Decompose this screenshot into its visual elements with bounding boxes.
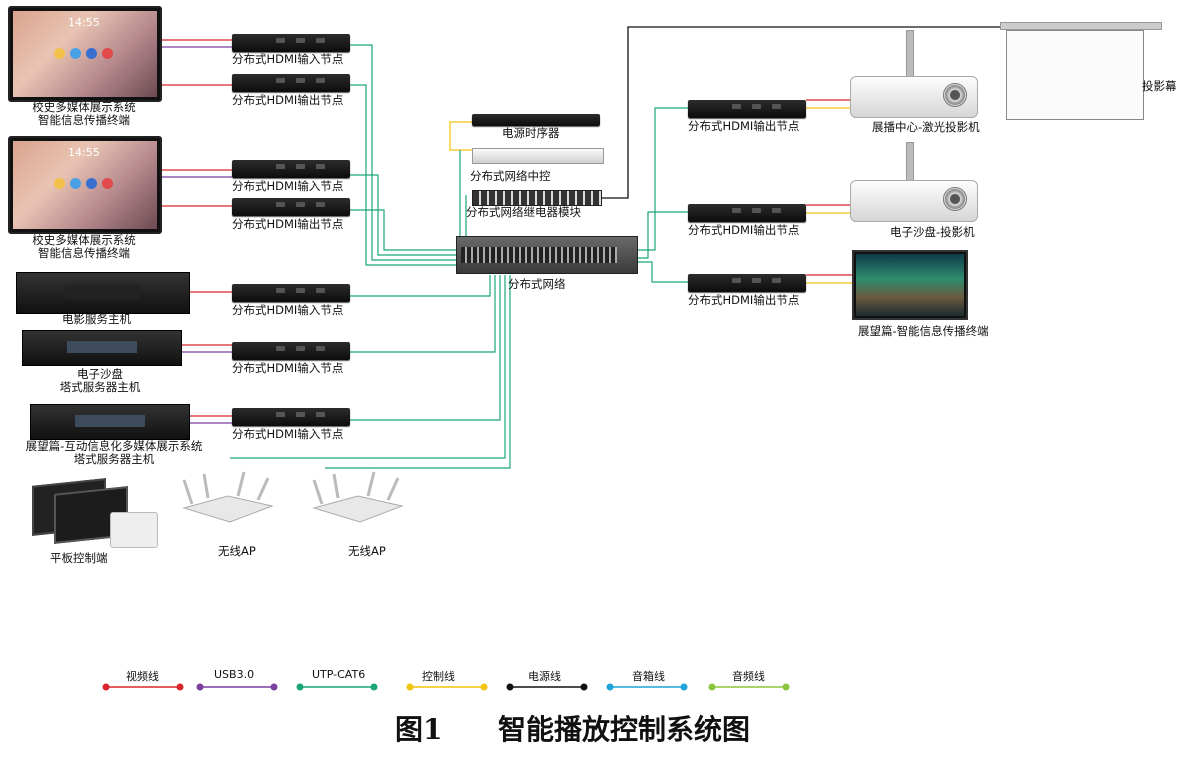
interactive-server-icon bbox=[30, 404, 190, 440]
legend-dot bbox=[782, 683, 790, 691]
app-icon bbox=[102, 48, 113, 59]
projector-laser-label: 展播中心-激光投影机 bbox=[872, 120, 980, 134]
screen-label: 投影幕 bbox=[1142, 79, 1177, 93]
network-control-icon bbox=[472, 148, 604, 164]
screen-housing bbox=[1000, 22, 1162, 30]
campus-display-1: 14:55 bbox=[8, 6, 162, 102]
usb-lines bbox=[160, 46, 232, 424]
wireless-ap-icon bbox=[308, 470, 406, 530]
tablet-icon bbox=[24, 478, 160, 550]
legend-dot bbox=[296, 683, 304, 691]
hdmi-input-node-3 bbox=[232, 284, 350, 302]
power-line bbox=[600, 26, 1008, 199]
node-out2-label: 分布式HDMI输出节点 bbox=[232, 217, 344, 231]
projector-sandtable-label: 电子沙盘-投影机 bbox=[890, 225, 975, 239]
sandtable-projector-icon bbox=[850, 180, 978, 222]
wireless-ap-icon bbox=[178, 470, 276, 530]
legend-dot bbox=[708, 683, 716, 691]
legend-dot bbox=[480, 683, 488, 691]
legend-label-usb: USB3.0 bbox=[214, 668, 255, 681]
hdmi-input-node-2 bbox=[232, 160, 350, 178]
node-out-r3-label: 分布式HDMI输出节点 bbox=[688, 293, 800, 307]
control-lines bbox=[449, 107, 852, 284]
node-in1-label: 分布式HDMI输入节点 bbox=[232, 52, 344, 66]
relay-module-label: 分布式网络继电器模块 bbox=[466, 205, 581, 219]
node-out-r1-label: 分布式HDMI输出节点 bbox=[688, 119, 800, 133]
legend-dot bbox=[606, 683, 614, 691]
ap1-label: 无线AP bbox=[218, 544, 256, 558]
screen-time-2: 14:55 bbox=[68, 146, 100, 159]
campus-terminal-1-label: 校史多媒体展示系统 智能信息传播终端 bbox=[32, 100, 136, 127]
campus-terminal-2-label: 校史多媒体展示系统 智能信息传播终端 bbox=[32, 233, 136, 260]
legend-dot bbox=[680, 683, 688, 691]
figure-number: 图1 bbox=[395, 713, 443, 746]
app-icon bbox=[86, 178, 97, 189]
app-icon bbox=[70, 48, 81, 59]
power-sequencer-icon bbox=[472, 114, 600, 126]
app-icon bbox=[70, 178, 81, 189]
sequencer-label: 电源时序器 bbox=[502, 126, 560, 140]
network-switch-icon bbox=[456, 236, 638, 274]
node-out-r2-label: 分布式HDMI输出节点 bbox=[688, 223, 800, 237]
legend-dot bbox=[370, 683, 378, 691]
node-in3-label: 分布式HDMI输入节点 bbox=[232, 303, 344, 317]
legend-label-control: 控制线 bbox=[422, 670, 455, 683]
laser-projector-icon bbox=[850, 76, 978, 118]
relay-module-icon bbox=[472, 190, 602, 206]
projector-mount bbox=[906, 142, 914, 184]
node-in4-label: 分布式HDMI输入节点 bbox=[232, 361, 344, 375]
legend-label-power: 电源线 bbox=[528, 670, 561, 683]
legend-label-audio: 音频线 bbox=[732, 670, 765, 683]
screen-time-1: 14:55 bbox=[68, 16, 100, 29]
app-icon bbox=[102, 178, 113, 189]
figure-title: 智能播放控制系统图 bbox=[498, 713, 751, 746]
projector-mount bbox=[906, 30, 914, 80]
hdmi-output-node-2 bbox=[232, 198, 350, 216]
hdmi-input-node-4 bbox=[232, 342, 350, 360]
hdmi-output-node-r2 bbox=[688, 204, 806, 222]
video-lines bbox=[160, 39, 852, 417]
interactive-server-label: 展望篇-互动信息化多媒体展示系统 塔式服务器主机 bbox=[25, 439, 203, 466]
sandtable-server-icon bbox=[22, 330, 182, 366]
legend-dot bbox=[102, 683, 110, 691]
sandtable-server-label: 电子沙盘 塔式服务器主机 bbox=[59, 367, 141, 394]
switch-label: 分布式网络 bbox=[508, 277, 566, 291]
hdmi-input-node-5 bbox=[232, 408, 350, 426]
movie-server-icon bbox=[16, 272, 190, 314]
legend-label-speaker: 音箱线 bbox=[632, 670, 665, 683]
hdmi-output-node-r3 bbox=[688, 274, 806, 292]
campus-display-2: 14:55 bbox=[8, 136, 162, 234]
legend-dot bbox=[406, 683, 414, 691]
legend-dot bbox=[506, 683, 514, 691]
node-in5-label: 分布式HDMI输入节点 bbox=[232, 427, 344, 441]
node-out1-label: 分布式HDMI输出节点 bbox=[232, 93, 344, 107]
legend bbox=[102, 683, 790, 691]
tv-display-icon bbox=[852, 250, 968, 320]
ap2-label: 无线AP bbox=[348, 544, 386, 558]
legend-label-video: 视频线 bbox=[126, 670, 159, 683]
app-icon bbox=[86, 48, 97, 59]
hdmi-output-node-1 bbox=[232, 74, 350, 92]
legend-dot bbox=[176, 683, 184, 691]
legend-label-utp: UTP-CAT6 bbox=[312, 668, 366, 681]
legend-dot bbox=[196, 683, 204, 691]
legend-dot bbox=[580, 683, 588, 691]
movie-server-label: 电影服务主机 bbox=[62, 312, 131, 326]
hdmi-input-node-1 bbox=[232, 34, 350, 52]
node-in2-label: 分布式HDMI输入节点 bbox=[232, 179, 344, 193]
tv-display-label: 展望篇-智能信息传播终端 bbox=[858, 324, 989, 338]
app-icon bbox=[54, 178, 65, 189]
app-icon bbox=[54, 48, 65, 59]
tablet-label: 平板控制端 bbox=[50, 551, 108, 565]
projection-screen-icon bbox=[1006, 30, 1144, 120]
utp-lines bbox=[230, 44, 688, 469]
legend-dot bbox=[270, 683, 278, 691]
network-control-label: 分布式网络中控 bbox=[470, 169, 551, 183]
hdmi-output-node-r1 bbox=[688, 100, 806, 118]
